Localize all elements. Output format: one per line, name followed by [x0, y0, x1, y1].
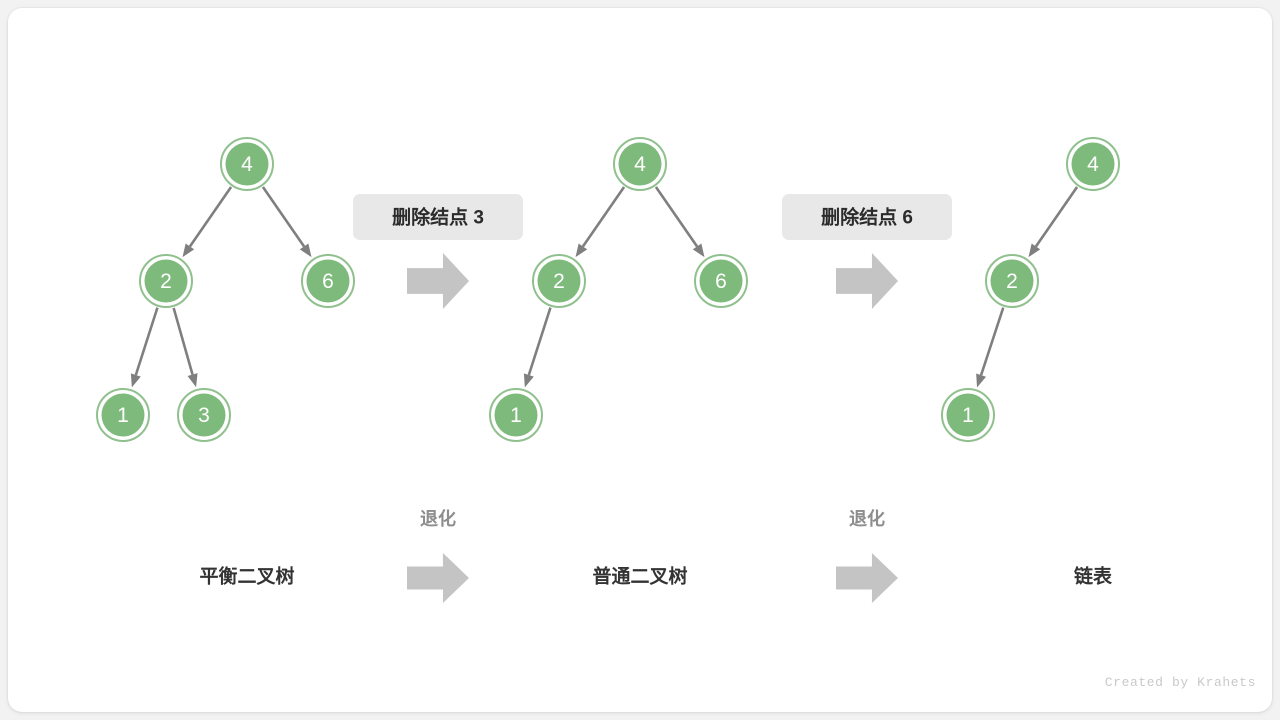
stage-caption: 普通二叉树 [592, 565, 687, 588]
tree-node[interactable]: 2 [532, 254, 586, 308]
tree-node[interactable]: 4 [1066, 137, 1120, 191]
tree-node-value: 6 [322, 270, 334, 293]
tree-node[interactable]: 6 [301, 254, 355, 308]
tree-edge [1028, 186, 1079, 258]
stage-caption: 链表 [1074, 565, 1113, 588]
tree-node[interactable]: 4 [613, 137, 667, 191]
binary-search-tree-degeneration-diagram: 4 2 6 1 3 4 2 6 1 4 2 1 删除结点 3 删除结点 6 平衡二叉树 普通二叉树 链表 退… [96, 137, 1256, 690]
tree-node-value: 3 [198, 404, 210, 427]
operation-label-text: 删除结点 6 [821, 206, 913, 229]
degeneration-block-arrow [836, 553, 898, 603]
tree-node-value: 2 [160, 270, 172, 293]
tree-node[interactable]: 3 [177, 388, 231, 442]
tree-node-value: 4 [634, 153, 646, 176]
operation-label-box: 删除结点 3 [353, 194, 523, 240]
tree-edge [261, 186, 312, 258]
tree-edges-layer [130, 186, 1079, 388]
tree-node[interactable]: 1 [96, 388, 150, 442]
tree-edge [130, 307, 159, 388]
degeneration-block-arrow [407, 553, 469, 603]
block-arrows-layer [407, 253, 898, 603]
tree-node-value: 1 [962, 404, 974, 427]
operation-labels-layer: 删除结点 3 删除结点 6 [353, 194, 952, 240]
credit-watermark: Created by Krahets [1105, 675, 1256, 690]
transition-block-arrow [407, 253, 469, 309]
tree-edge [172, 307, 198, 388]
tree-node-value: 2 [553, 270, 565, 293]
tree-node-value: 4 [241, 153, 253, 176]
operation-label-box: 删除结点 6 [782, 194, 952, 240]
tree-node-value: 2 [1006, 270, 1018, 293]
operation-label-text: 删除结点 3 [392, 206, 484, 229]
degeneration-label: 退化 [849, 508, 885, 529]
transition-block-arrow [836, 253, 898, 309]
degeneration-label: 退化 [420, 508, 456, 529]
tree-node-value: 4 [1087, 153, 1099, 176]
tree-edge [182, 186, 233, 258]
stage-captions-layer: 平衡二叉树 普通二叉树 链表 [199, 565, 1113, 588]
tree-node-value: 1 [510, 404, 522, 427]
tree-edge [654, 186, 705, 258]
tree-edge [976, 307, 1005, 388]
figure-card: 4 2 6 1 3 4 2 6 1 4 2 1 删除结点 3 删除结点 6 平衡二叉树 普通二叉树 链表 退… [8, 8, 1272, 712]
tree-node[interactable]: 1 [941, 388, 995, 442]
tree-node[interactable]: 6 [694, 254, 748, 308]
tree-node[interactable]: 4 [220, 137, 274, 191]
transition-labels-layer: 退化 退化 [420, 508, 885, 529]
tree-node[interactable]: 1 [489, 388, 543, 442]
tree-node-value: 1 [117, 404, 129, 427]
tree-nodes-layer: 4 2 6 1 3 4 2 6 1 4 2 1 [96, 137, 1120, 442]
tree-edge [523, 307, 552, 388]
tree-node[interactable]: 2 [139, 254, 193, 308]
tree-node[interactable]: 2 [985, 254, 1039, 308]
tree-node-value: 6 [715, 270, 727, 293]
tree-edge [575, 186, 626, 258]
stage-caption: 平衡二叉树 [199, 565, 294, 588]
